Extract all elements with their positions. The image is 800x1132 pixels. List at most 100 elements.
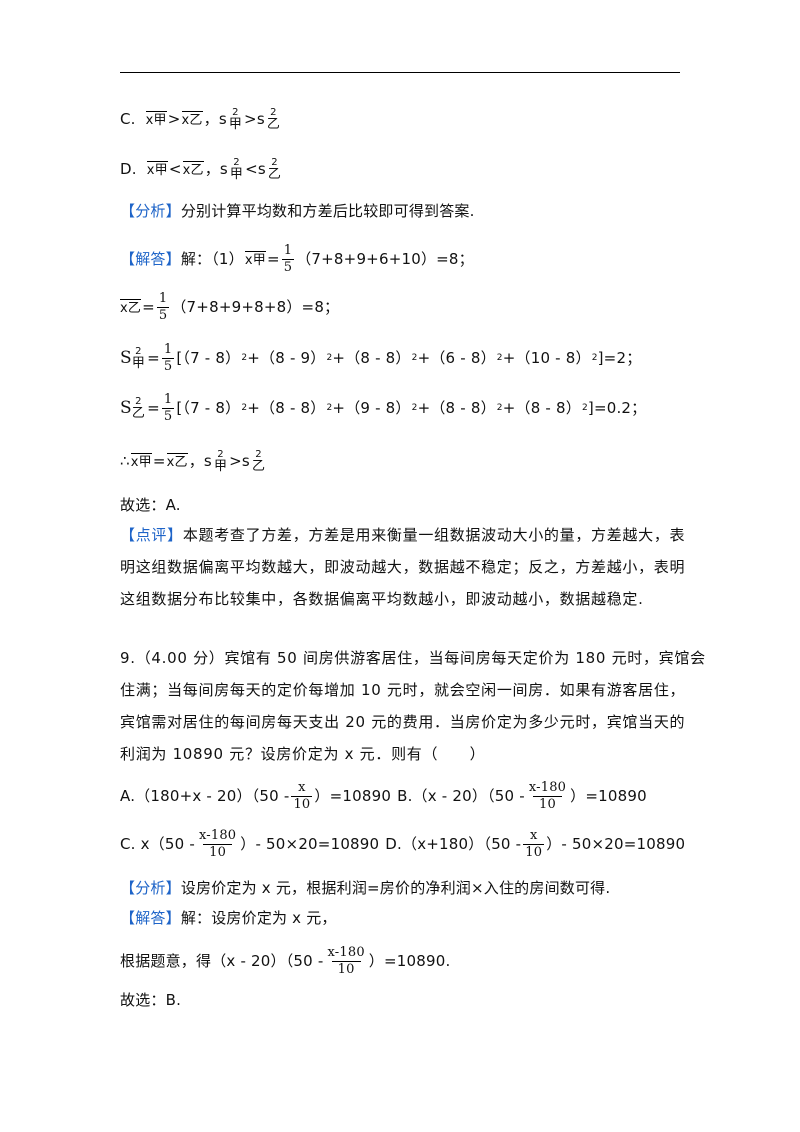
term: +（9 - 8）	[332, 398, 411, 417]
numerator: x	[298, 779, 306, 795]
question-text: 利润为 10890 元？设房价定为 x 元．则有（ ）	[120, 744, 486, 763]
numerator: x-180	[198, 827, 237, 843]
sub-a: 甲	[228, 116, 243, 132]
option-letter: D.	[120, 159, 137, 178]
header-rule	[120, 72, 680, 73]
term: +（8 - 9）	[247, 348, 326, 367]
term: [（7 - 8）	[176, 398, 241, 417]
comment-tag: 【点评】	[120, 525, 183, 544]
denominator: 10	[523, 843, 545, 860]
denominator: 10	[291, 795, 313, 812]
result: ]=2；	[597, 348, 642, 367]
option-b-pre: B.（x - 20）（50 -	[397, 786, 525, 805]
q9-stem-line2: 住满；当每间房每天的定价每增加 10 元时，就会空闲一间房．如果有游客居住，	[120, 675, 685, 705]
option-letter: C.	[120, 109, 136, 128]
denominator: 10	[331, 960, 361, 977]
numerator: 1	[163, 341, 173, 357]
term: [（7 - 8）	[176, 348, 241, 367]
sup-2: 2	[135, 345, 142, 357]
sub-b: 乙	[266, 116, 281, 132]
sup-2: 2	[270, 106, 277, 118]
variance-symbol: S	[120, 347, 132, 368]
square: 2	[241, 402, 248, 413]
term: +（8 - 8）	[502, 398, 581, 417]
mean-bar-a: x甲	[145, 111, 167, 128]
numerator: x-180	[327, 944, 365, 960]
mean-bar-b: x乙	[182, 161, 204, 178]
solution-tag: 【解答】	[120, 908, 181, 927]
square: 2	[326, 352, 333, 363]
question-text: 9.（4.00 分）宾馆有 50 间房供游客居住，当每间房每天定价为 180 元…	[120, 648, 706, 667]
analysis-text: 分别计算平均数和方差后比较即可得到答案.	[180, 201, 475, 220]
sup-2: 2	[232, 106, 239, 118]
q8-comment-line1: 【点评】 本题考查了方差，方差是用来衡量一组数据波动大小的量，方差越大，表	[120, 520, 685, 550]
analysis-text: 设房价定为 x 元，根据利润=房价的净利润×入住的房间数可得.	[180, 878, 611, 897]
square: 2	[581, 402, 588, 413]
variance-symbol: S	[120, 397, 132, 418]
choice-text: 故选：A.	[120, 495, 181, 514]
comment-text: 明这组数据偏离平均数越大，即波动越大，数据越不稳定；反之，方差越小，表明	[120, 557, 686, 576]
comment-text: 这组数据分布比较集中，各数据偏离平均数越小，即波动越小，数据越稳定.	[120, 589, 644, 608]
sup-2: 2	[217, 448, 224, 460]
less-sign: <	[168, 159, 182, 178]
term: +（8 - 8）	[332, 348, 411, 367]
solution-tag: 【解答】	[120, 249, 181, 268]
denominator: 10	[533, 795, 562, 812]
term: +（10 - 8）	[502, 348, 591, 367]
option-a-post: ）=10890	[314, 786, 392, 805]
option-b-post: ）=10890	[570, 786, 647, 805]
numerator: 1	[158, 290, 168, 306]
q9-stem-line3: 宾馆需对居住的每间房每天支出 20 元的费用．当房价定为多少元时，宾馆当天的	[120, 707, 685, 737]
option-d-pre: D.（x+180）（50 -	[385, 834, 522, 853]
q9-choice: 故选：B.	[120, 985, 680, 1015]
q8-comment-line2: 明这组数据偏离平均数越大，即波动越大，数据越不稳定；反之，方差越小，表明	[120, 552, 685, 582]
equals-sign: =	[266, 249, 280, 268]
square: 2	[496, 352, 503, 363]
solution-text: 解：设房价定为 x 元，	[180, 908, 337, 927]
result: ]=0.2；	[587, 398, 647, 417]
numerator: 1	[163, 391, 173, 407]
mean-b-sum: （7+8+9+8+8）=8；	[171, 297, 340, 316]
equals-sign: =	[152, 451, 166, 470]
mean-bar-b: x乙	[166, 453, 188, 470]
comma-s: ，s	[188, 451, 212, 470]
sub-a: 甲	[229, 166, 244, 182]
mean-a-sum: （7+8+9+6+10）=8；	[296, 249, 474, 268]
square: 2	[591, 352, 598, 363]
denominator: 5	[156, 306, 170, 323]
greater-s: >s	[244, 109, 265, 128]
sup-2: 2	[271, 156, 278, 168]
q9-analysis: 【分析】 设房价定为 x 元，根据利润=房价的净利润×入住的房间数可得.	[120, 873, 680, 903]
equation-post: ）=10890.	[368, 951, 451, 970]
square: 2	[411, 402, 418, 413]
denominator: 5	[161, 407, 175, 424]
numerator: x	[529, 827, 538, 843]
comma-s: ，s	[204, 159, 228, 178]
solution-intro: 解：（1）	[180, 249, 244, 268]
equals-sign: =	[147, 398, 160, 417]
option-c-post: ）- 50×20=10890	[240, 834, 380, 853]
sup-2: 2	[135, 395, 142, 407]
sub-b: 乙	[251, 458, 266, 474]
equals-sign: =	[147, 348, 160, 367]
option-d-post: ）- 50×20=10890	[546, 834, 686, 853]
